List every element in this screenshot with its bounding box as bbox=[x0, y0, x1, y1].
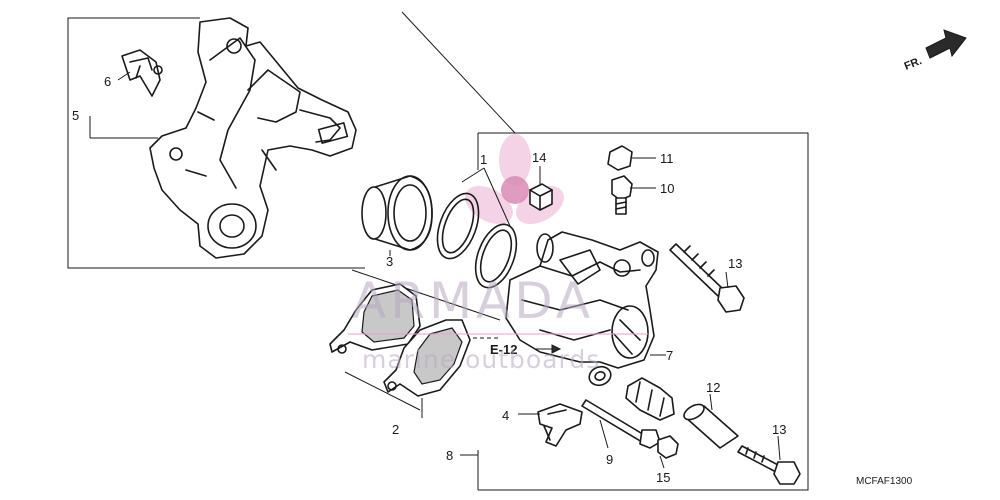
pad-spring-lower bbox=[537, 403, 583, 447]
pad-spring bbox=[121, 49, 163, 97]
callout-7: 7 bbox=[666, 348, 673, 363]
watermark: ARMADA marine outboards bbox=[348, 272, 648, 374]
callout-2: 2 bbox=[392, 422, 399, 437]
brake-pads bbox=[329, 283, 471, 397]
callout-10: 10 bbox=[660, 181, 674, 196]
bleeder-valve bbox=[607, 145, 633, 215]
diagram-code: MCFAF1300 bbox=[856, 476, 913, 487]
callout-1: 1 bbox=[480, 152, 487, 167]
bracket-frame bbox=[67, 11, 516, 269]
callout-12: 12 bbox=[706, 380, 720, 395]
callout-13-upper: 13 bbox=[728, 256, 742, 271]
callout-8: 8 bbox=[446, 448, 453, 463]
piston bbox=[361, 175, 433, 251]
callout-5: 5 bbox=[72, 108, 79, 123]
callout-14: 14 bbox=[532, 150, 546, 165]
piston-seals bbox=[436, 192, 518, 289]
watermark-tagline: marine outboards bbox=[362, 345, 600, 374]
assembly-frame bbox=[477, 132, 809, 491]
front-direction-arrow-icon bbox=[925, 29, 967, 59]
dust-boot bbox=[625, 377, 675, 421]
front-direction-label: FR. bbox=[903, 55, 924, 73]
leader-lines bbox=[89, 71, 781, 469]
callout-13-lower: 13 bbox=[772, 422, 786, 437]
callout-6: 6 bbox=[104, 74, 111, 89]
caliper-bracket bbox=[149, 17, 357, 259]
nut bbox=[657, 435, 679, 459]
pin-bolt-lower bbox=[737, 445, 801, 485]
callout-15: 15 bbox=[656, 470, 670, 485]
callout-3: 3 bbox=[386, 254, 393, 269]
callout-11: 11 bbox=[660, 151, 674, 166]
pin-bolt-upper bbox=[669, 243, 745, 313]
callout-labels: 1 2 3 4 5 6 7 8 9 10 11 12 13 13 14 15 E… bbox=[72, 74, 913, 487]
pin-boot-ring bbox=[588, 365, 612, 387]
callout-4: 4 bbox=[502, 408, 509, 423]
bleeder-cap bbox=[529, 183, 553, 211]
section-reference: E-12 bbox=[490, 342, 517, 357]
callout-9: 9 bbox=[606, 452, 613, 467]
pin-sleeve bbox=[683, 403, 739, 449]
watermark-brand: ARMADA bbox=[352, 272, 594, 330]
pad-pin bbox=[581, 399, 661, 449]
watermark-logo-icon bbox=[465, 134, 564, 224]
